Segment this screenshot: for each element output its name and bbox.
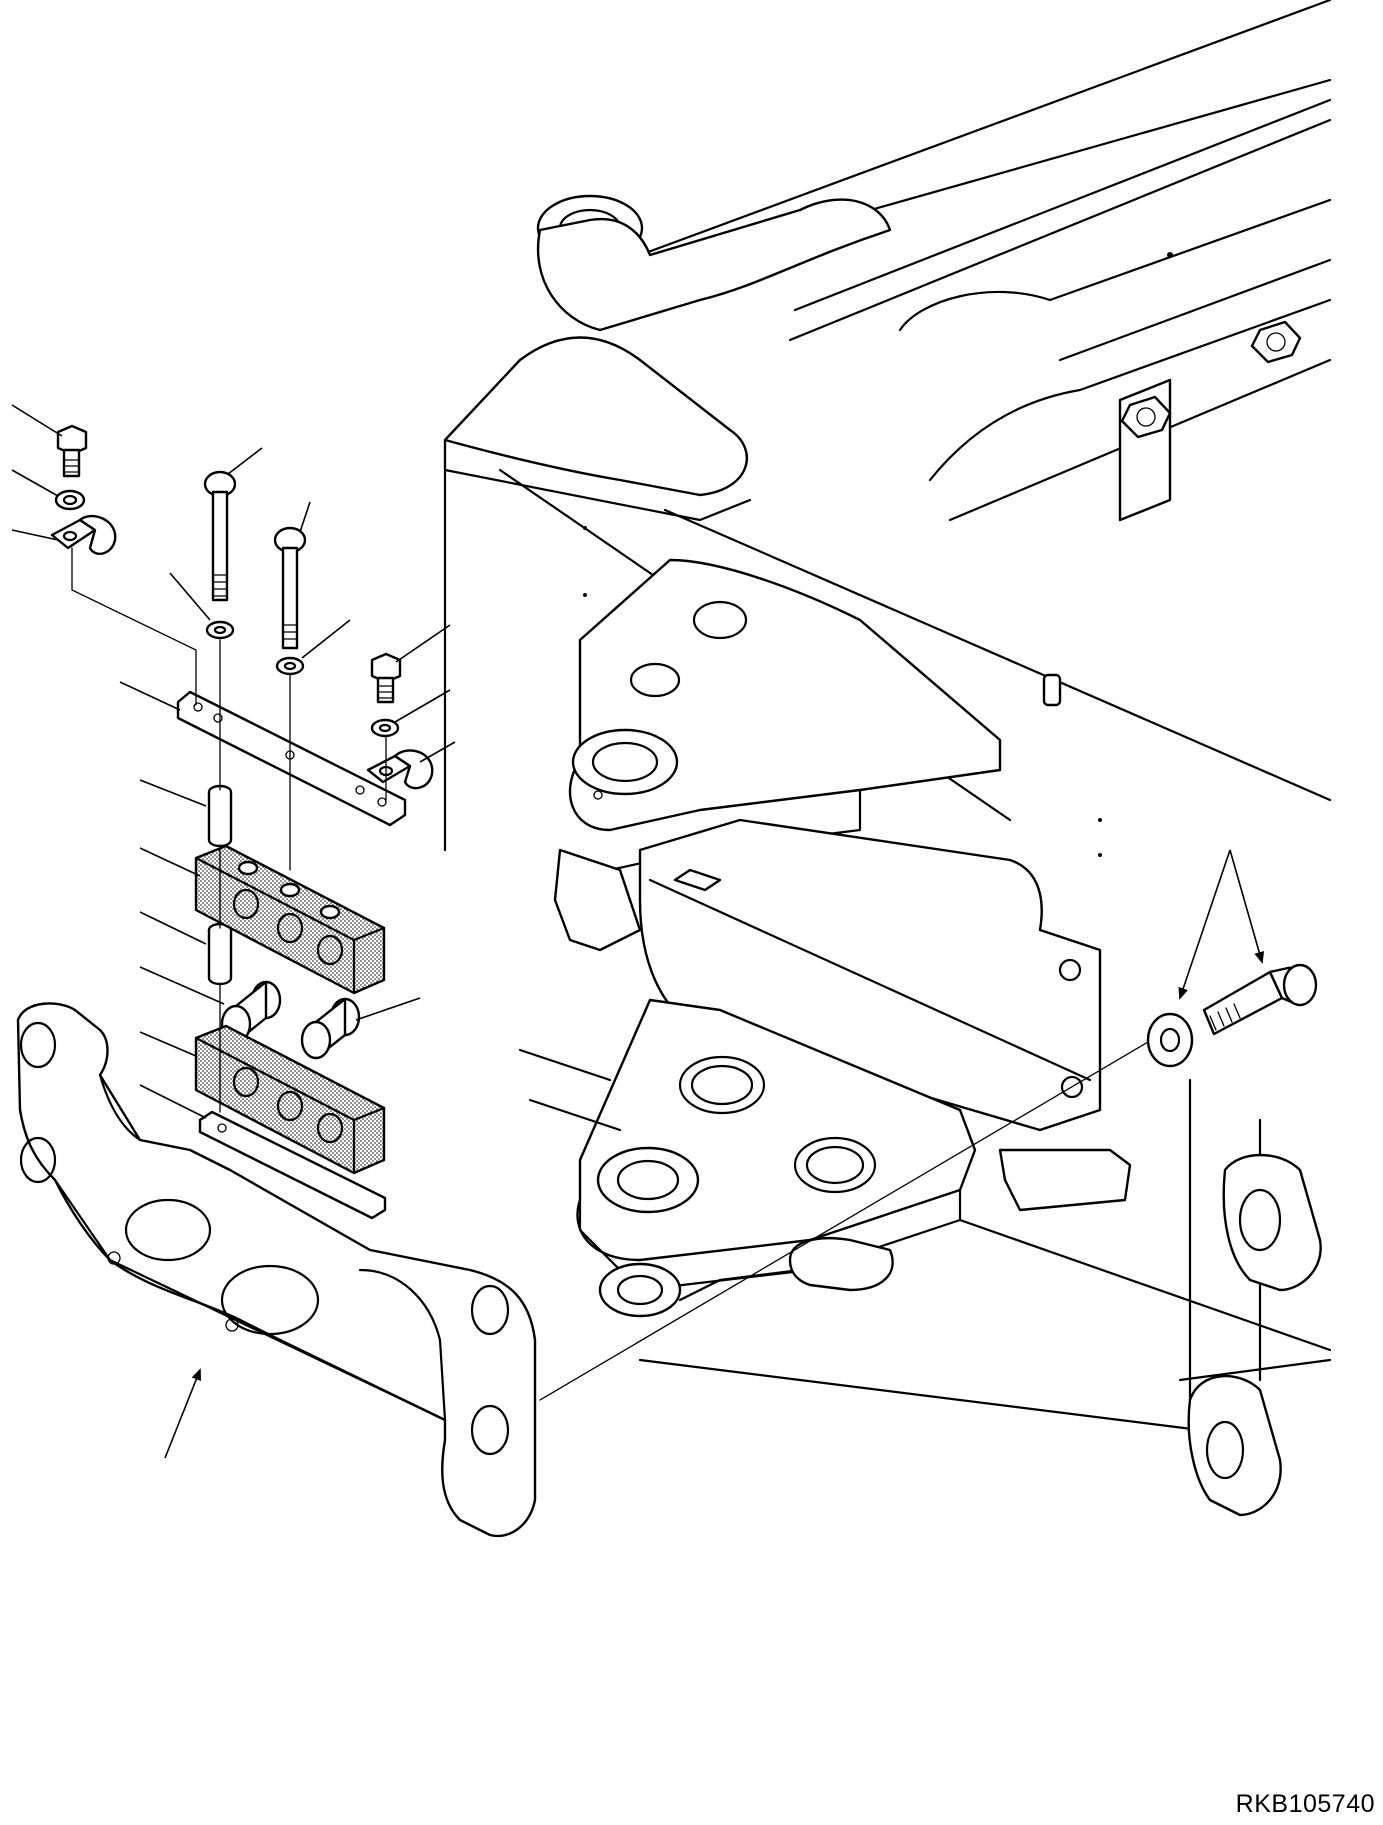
spacer-tube-upper: [207, 784, 233, 848]
washer-long-bolt-left: [205, 620, 235, 640]
spacer-tube-lower: [207, 922, 233, 986]
pin-right: [300, 997, 361, 1060]
lower-rubber-clamp-block: [194, 1024, 386, 1175]
upper-rubber-clamp-block: [194, 844, 386, 995]
long-bolt-left: [203, 470, 237, 602]
frame-nut-upper: [1250, 320, 1302, 364]
center-mount-plate: [638, 818, 1102, 1132]
long-bolt-right: [273, 526, 307, 650]
lower-pivot-bracket: [576, 998, 1132, 1318]
drawing-reference-code: RKB105740: [1235, 1790, 1375, 1818]
upper-pivot-bracket: [568, 558, 1002, 872]
lower-clamp-plate: [198, 1110, 387, 1220]
rear-frame-ear: [1187, 1078, 1322, 1517]
frame-nut-lower: [1120, 395, 1172, 439]
washer-long-bolt-right: [275, 656, 305, 676]
clip-clamp-upper-left: [50, 514, 117, 556]
pin-left: [220, 980, 282, 1044]
main-frame: [443, 0, 1332, 1517]
washer-upper-left: [54, 489, 86, 511]
bolt-small-upper-left: [56, 424, 88, 478]
washer-mount-right: [1146, 1012, 1194, 1068]
leader-lines: [11, 404, 1265, 1459]
clip-clamp-right: [366, 749, 434, 790]
base-support-bracket: [16, 1002, 537, 1538]
washer-small-right: [370, 718, 400, 738]
bolt-small-right: [370, 652, 402, 704]
mount-bolt-right: [1202, 963, 1318, 1036]
